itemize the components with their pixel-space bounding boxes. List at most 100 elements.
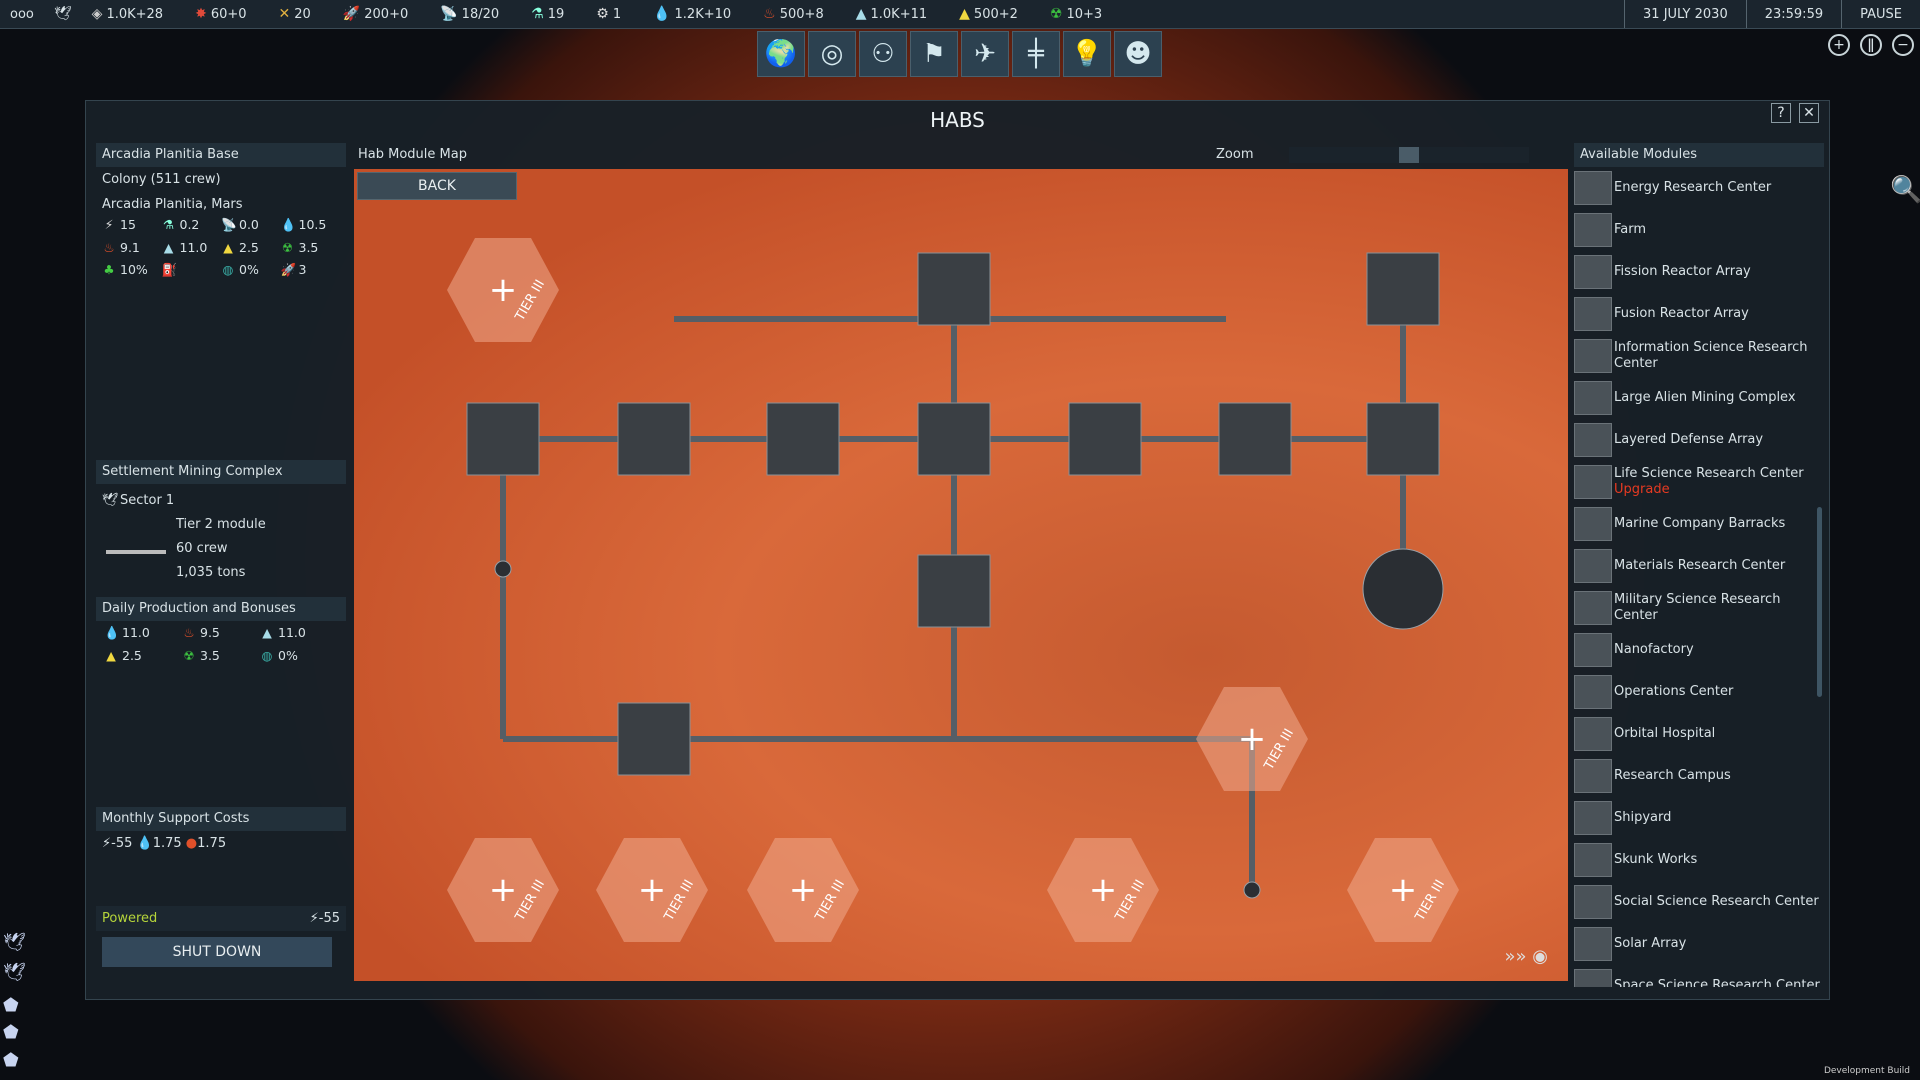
module-list-item[interactable]: Shipyard xyxy=(1574,797,1824,839)
module-list-item[interactable]: Fission Reactor Array xyxy=(1574,251,1824,293)
zoom-slider[interactable] xyxy=(1289,147,1529,163)
rank-badge-icon[interactable]: ⬟ xyxy=(3,995,19,1016)
noble-metals-icon: ▲ xyxy=(959,6,970,22)
module-list-item[interactable]: Research Campus xyxy=(1574,755,1824,797)
pause-icon[interactable]: ǁ xyxy=(1860,34,1882,56)
solar-system-icon[interactable]: ◎ xyxy=(808,31,856,77)
module-list-item[interactable]: Information Science Research Center xyxy=(1574,335,1824,377)
rocket-icon: 🚀 xyxy=(342,6,361,22)
tier-label: TIER III xyxy=(513,277,549,324)
resource-projects[interactable]: ⚙1 xyxy=(586,6,643,22)
fusion-module[interactable] xyxy=(1068,402,1142,476)
module-list-item[interactable]: Materials Research Center xyxy=(1574,545,1824,587)
resource-water[interactable]: 💧1.2K+10 xyxy=(643,6,753,22)
scrollbar[interactable] xyxy=(1817,507,1822,697)
faction-emblem-icon[interactable]: 🕊 xyxy=(53,6,72,22)
module-list-item[interactable]: Layered Defense Array xyxy=(1574,419,1824,461)
map-header: Hab Module Map xyxy=(358,147,467,162)
resource-boost[interactable]: ◈1.0K+28 xyxy=(82,6,185,22)
mining-complex-module[interactable] xyxy=(617,702,691,776)
resource-rocket[interactable]: 🚀200+0 xyxy=(333,6,430,22)
resource-value: 1 xyxy=(612,6,622,22)
stat-value: 10% xyxy=(120,262,148,277)
module-list-item[interactable]: Energy Research Center xyxy=(1574,167,1824,209)
rank-badge-icon[interactable]: ⬟ xyxy=(3,1022,19,1043)
resource-noble-metals[interactable]: ▲500+2 xyxy=(949,6,1040,22)
module-list-item[interactable]: Operations Center xyxy=(1574,671,1824,713)
noble-metals-icon: ▲ xyxy=(223,240,233,255)
help-button[interactable]: ? xyxy=(1771,103,1791,123)
dialog-title: HABS xyxy=(930,108,985,132)
back-button[interactable]: BACK xyxy=(357,172,517,200)
flag-icon[interactable]: ⚑ xyxy=(910,31,958,77)
defense-module[interactable] xyxy=(766,402,840,476)
module-name: Space Science Research Center xyxy=(1614,978,1820,987)
resource-volatiles[interactable]: ♨500+8 xyxy=(753,6,846,22)
scroll-arrows-icon[interactable]: »» ◉ xyxy=(1504,946,1548,967)
module-name: Social Science Research Center xyxy=(1614,894,1819,909)
energy-research-module[interactable] xyxy=(617,402,691,476)
upgrade-link[interactable]: Upgrade xyxy=(1614,482,1670,497)
module-list-item[interactable]: Military Science Research Center xyxy=(1574,587,1824,629)
close-button[interactable]: ✕ xyxy=(1799,103,1819,123)
module-list-item[interactable]: Fusion Reactor Array xyxy=(1574,293,1824,335)
resource-satellite[interactable]: 📡18/20 xyxy=(430,6,521,22)
main-menu-button[interactable]: ooo xyxy=(10,6,34,22)
military-science-module[interactable] xyxy=(1362,548,1444,630)
fusion-module[interactable] xyxy=(1366,252,1440,326)
resource-science[interactable]: ⚗19 xyxy=(521,6,586,22)
faction-emblem-icon[interactable]: 🕊 xyxy=(3,932,26,953)
connector-node[interactable] xyxy=(1243,881,1261,899)
module-list-item[interactable]: Space Science Research Center xyxy=(1574,965,1824,987)
module-list-item[interactable]: Large Alien Mining Complex xyxy=(1574,377,1824,419)
barracks-module[interactable] xyxy=(917,554,991,628)
resource-military[interactable]: ✕20 xyxy=(269,6,333,22)
resource-metals[interactable]: ▲1.0K+11 xyxy=(846,6,949,22)
pause-button[interactable]: PAUSE xyxy=(1841,0,1920,28)
module-thumbnail xyxy=(1574,171,1612,205)
module-thumbnail xyxy=(1574,507,1612,541)
research-lightbulb-icon[interactable]: 💡 xyxy=(1063,31,1111,77)
module-list-item[interactable]: Marine Company Barracks xyxy=(1574,503,1824,545)
search-icon[interactable]: 🔍 xyxy=(1890,175,1920,205)
stat-value: 15 xyxy=(120,217,136,232)
rocket-icon: 🚀 xyxy=(280,262,297,277)
module-list-item[interactable]: Nanofactory xyxy=(1574,629,1824,671)
nanofactory-module[interactable] xyxy=(1218,402,1292,476)
metals-icon: ▲ xyxy=(163,240,174,255)
hub-module[interactable] xyxy=(917,402,991,476)
module-list-item[interactable]: Orbital Hospital xyxy=(1574,713,1824,755)
resource-fissiles[interactable]: ☢10+3 xyxy=(1040,6,1124,22)
faction-emblem-icon[interactable]: 🕊 xyxy=(3,962,26,983)
connector-node[interactable] xyxy=(494,560,512,578)
module-list-item[interactable]: Solar Array xyxy=(1574,923,1824,965)
volatiles-icon: ♨ xyxy=(183,625,195,640)
add-module-slot[interactable]: +TIER III xyxy=(747,838,859,942)
operations-module[interactable] xyxy=(466,402,540,476)
module-list-item[interactable]: Skunk Works xyxy=(1574,839,1824,881)
add-module-slot[interactable]: +TIER III xyxy=(596,838,708,942)
factions-icon[interactable]: ⚇ xyxy=(859,31,907,77)
shut-down-button[interactable]: SHUT DOWN xyxy=(102,937,332,967)
rank-badge-icon[interactable]: ⬟ xyxy=(3,1050,19,1071)
module-list-item[interactable]: Social Science Research Center xyxy=(1574,881,1824,923)
plus-icon: + xyxy=(488,870,518,910)
stat-item: ⛽ xyxy=(162,262,222,278)
module-item-text: Skunk Works xyxy=(1614,852,1697,868)
fleets-icon[interactable]: ╪ xyxy=(1012,31,1060,77)
council-head-icon[interactable]: ☻ xyxy=(1114,31,1162,77)
space-bodies-icon[interactable]: ✈ xyxy=(961,31,1009,77)
globe-icon[interactable]: 🌍 xyxy=(757,31,805,77)
slow-down-icon[interactable]: − xyxy=(1892,34,1914,56)
module-list-item[interactable]: Farm xyxy=(1574,209,1824,251)
module-thumbnail xyxy=(1574,255,1612,289)
resource-mission-control[interactable]: ✸60+0 xyxy=(185,6,268,22)
habitat-core[interactable] xyxy=(917,252,991,326)
speed-up-icon[interactable]: + xyxy=(1828,34,1850,56)
stat-item: ▲11.0 xyxy=(162,240,222,255)
operations-module[interactable] xyxy=(1366,402,1440,476)
plus-icon: + xyxy=(1237,719,1267,759)
module-thumbnail xyxy=(1574,465,1612,499)
